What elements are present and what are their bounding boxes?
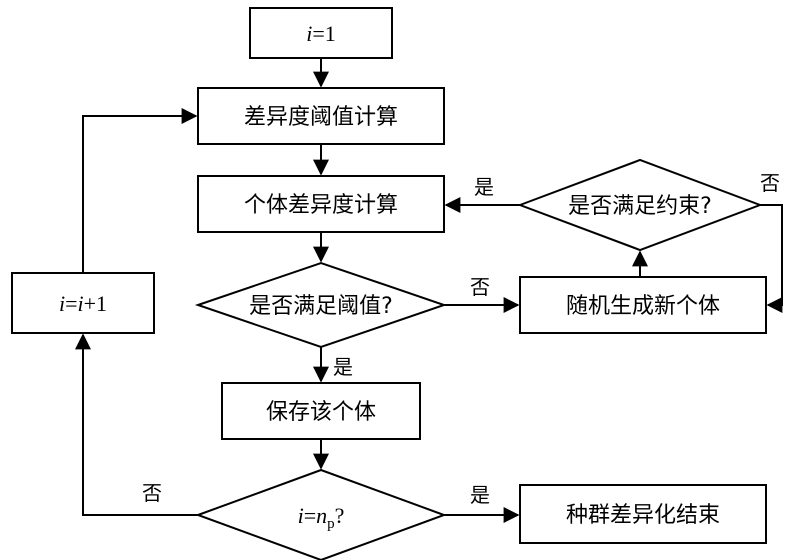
threshold-calc-label: 差异度阈值计算 — [244, 105, 398, 130]
edge-label-threshold-yes: 是 — [333, 355, 353, 379]
init-box: i=1 — [249, 7, 393, 59]
meet-threshold-diamond: 是否满足阈值? — [194, 261, 448, 349]
individual-calc-box: 个体差异度计算 — [197, 175, 445, 233]
arrow-check-np-no — [75, 333, 198, 516]
meet-constraint-diamond: 是否满足约束? — [517, 158, 763, 252]
random-generate-label: 随机生成新个体 — [566, 294, 720, 319]
threshold-calc-box: 差异度阈值计算 — [197, 87, 445, 145]
individual-calc-label: 个体差异度计算 — [244, 193, 398, 218]
end-label: 种群差异化结束 — [566, 503, 720, 528]
check-np-diamond: i=np? — [195, 468, 447, 560]
edge-label-threshold-no: 否 — [470, 275, 490, 299]
save-individual-label: 保存该个体 — [266, 400, 376, 425]
init-label: i=1 — [306, 21, 336, 46]
edge-label-constraint-no: 否 — [760, 171, 780, 195]
edge-label-np-yes: 是 — [470, 483, 490, 507]
save-individual-box: 保存该个体 — [221, 382, 421, 440]
increment-label: i=i+1 — [59, 291, 107, 316]
meet-constraint-label: 是否满足约束? — [568, 194, 712, 219]
random-generate-box: 随机生成新个体 — [519, 276, 767, 334]
arrow-increment-to-threshold — [82, 108, 198, 273]
end-box: 种群差异化结束 — [519, 484, 767, 544]
meet-threshold-label: 是否满足阈值? — [249, 294, 393, 319]
edge-label-constraint-yes: 是 — [474, 175, 494, 199]
increment-box: i=i+1 — [11, 272, 155, 334]
arrow-constraint-no — [760, 204, 783, 313]
check-np-label: i=np? — [298, 503, 345, 532]
edge-label-np-no: 否 — [142, 481, 162, 505]
